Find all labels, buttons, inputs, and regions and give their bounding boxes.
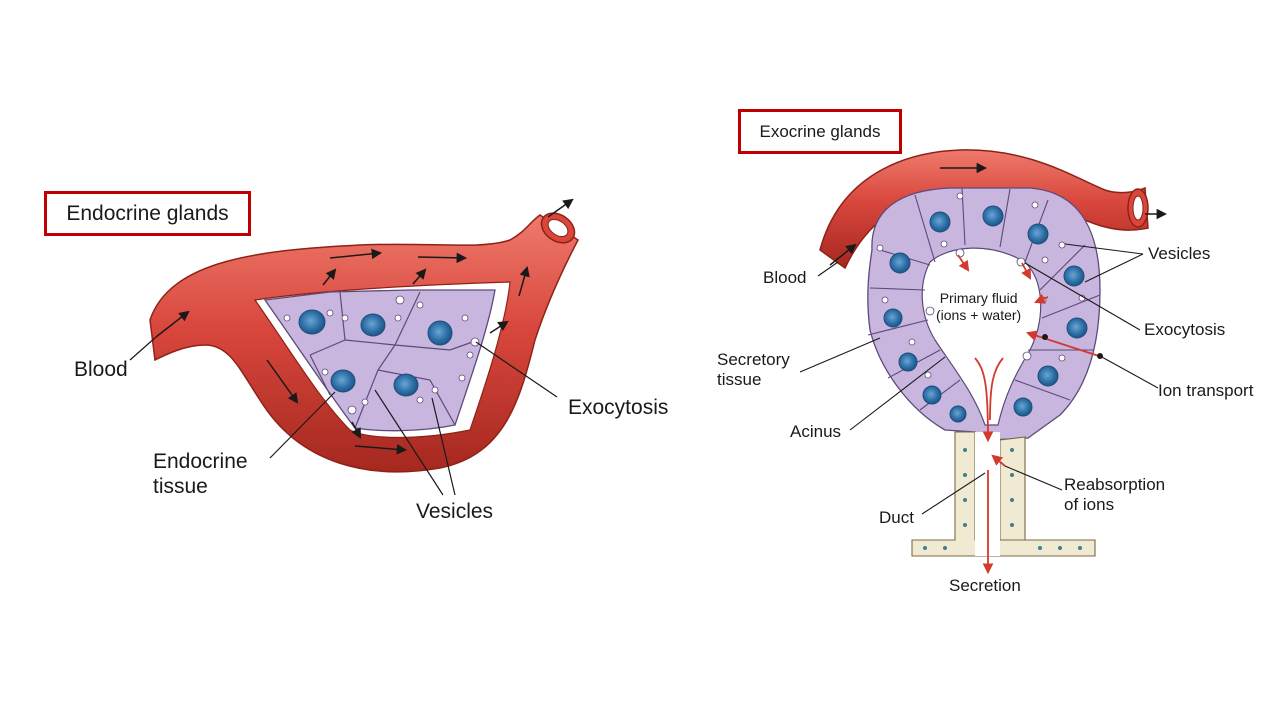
exocrine-exocytosis-label: Exocytosis bbox=[1144, 320, 1226, 339]
secretory-tissue-label-line1: Secretory bbox=[717, 350, 790, 369]
primary-fluid-label: Primary fluid (ions + water) bbox=[936, 290, 1021, 323]
ion-transport-label: Ion transport bbox=[1158, 381, 1254, 400]
exocrine-flow-arrows bbox=[829, 162, 1168, 266]
endocrine-tissue-label-line2: tissue bbox=[153, 474, 208, 498]
primary-fluid-label-line2: (ions + water) bbox=[936, 306, 1022, 323]
endocrine-vesicles-label: Vesicles bbox=[416, 500, 494, 523]
exocrine-secretion-arrows bbox=[957, 254, 1103, 575]
secretory-tissue-label-line2: tissue bbox=[717, 370, 762, 390]
primary-fluid-label-line1: Primary fluid bbox=[939, 290, 1018, 306]
reabsorption-label-line1: Reabsorption bbox=[1064, 475, 1166, 494]
exocrine-title: Exocrine glands bbox=[738, 109, 902, 154]
endocrine-tissue-label: Endocrine tissue bbox=[153, 450, 248, 500]
exocrine-vesicles bbox=[876, 192, 1086, 379]
endocrine-nuclei bbox=[298, 309, 453, 397]
exocrine-diagram bbox=[799, 149, 1168, 575]
duct-label: Duct bbox=[879, 508, 914, 527]
acinus-label: Acinus bbox=[790, 422, 842, 441]
reabsorption-label-line2: of ions bbox=[1064, 495, 1115, 515]
exocrine-acinus-lumen bbox=[921, 247, 1042, 426]
endocrine-title: Endocrine glands bbox=[44, 191, 251, 236]
endocrine-leader-lines bbox=[129, 336, 558, 496]
secretory-tissue-label: Secretory tissue bbox=[717, 350, 790, 390]
endocrine-vesicles bbox=[283, 295, 480, 415]
endocrine-flow-arrows bbox=[155, 198, 574, 455]
endocrine-diagram bbox=[129, 198, 579, 496]
exocrine-duct bbox=[911, 431, 1096, 557]
exocrine-leader-lines bbox=[799, 243, 1159, 515]
exocrine-blood-label: Blood bbox=[763, 268, 807, 287]
secretion-label: Secretion bbox=[949, 576, 1021, 595]
exocrine-nuclei bbox=[883, 205, 1088, 423]
endocrine-blood-label: Blood bbox=[74, 358, 128, 381]
endocrine-tissue-label-line1: Endocrine bbox=[153, 450, 248, 473]
endocrine-exocytosis-label: Exocytosis bbox=[568, 396, 669, 419]
reabsorption-label: Reabsorption of ions bbox=[1064, 475, 1165, 515]
exocrine-vesicles-label: Vesicles bbox=[1148, 244, 1211, 263]
